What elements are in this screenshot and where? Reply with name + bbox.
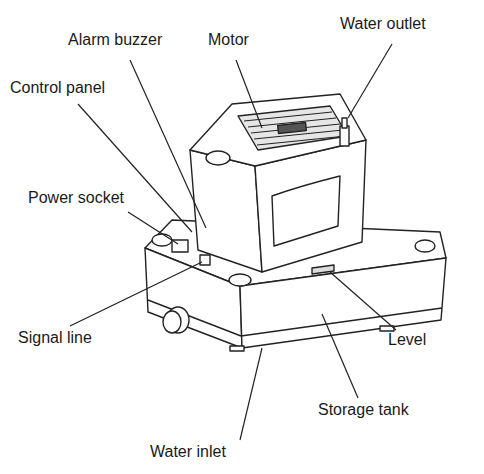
tank-seam	[148, 300, 241, 336]
brand-plate	[278, 123, 307, 134]
part-label: Level	[388, 330, 426, 350]
outlet-nozzle	[340, 126, 349, 146]
foot	[230, 346, 244, 351]
part-label: Signal line	[18, 328, 92, 348]
part-label: Control panel	[10, 78, 105, 98]
leader-lines	[70, 44, 396, 440]
motor-grille	[238, 106, 348, 150]
part-label: Motor	[208, 30, 249, 50]
corner-hole	[229, 274, 251, 286]
part-label: Water inlet	[150, 442, 226, 462]
part-label: Storage tank	[318, 400, 409, 420]
part-label: Water outlet	[340, 14, 426, 34]
corner-hole	[415, 240, 435, 252]
part-label: Alarm buzzer	[68, 30, 162, 50]
housing-front	[190, 150, 262, 272]
housing-recess	[272, 176, 340, 246]
inlet-pipe-end	[163, 311, 181, 333]
tank-left-face	[145, 248, 242, 348]
outlet-tip	[342, 118, 347, 128]
signal-port	[200, 255, 210, 265]
grille-slots	[244, 112, 346, 145]
housing-top	[190, 94, 366, 166]
corner-hole	[152, 234, 172, 246]
housing-hole	[206, 151, 230, 165]
part-label: Power socket	[28, 188, 124, 208]
